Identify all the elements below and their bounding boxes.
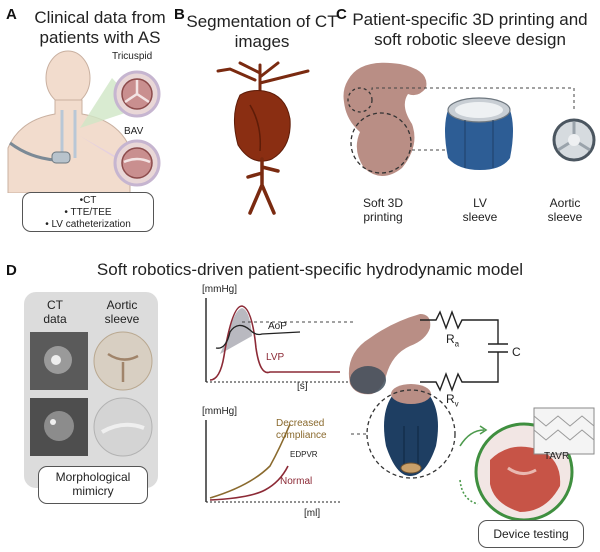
printing-and-sleeves-illustration — [343, 62, 596, 176]
ct-and-sleeve-images — [30, 331, 153, 457]
panel-b-title-line1: Segmentation of CT — [186, 12, 338, 31]
aortic-sleeve-line2: sleeve — [547, 210, 583, 224]
soft-3d-printing-line2: printing — [363, 210, 403, 224]
lv-sleeve-line2: sleeve — [462, 210, 498, 224]
list-item-ct: •CT — [79, 195, 97, 206]
panel-letter-c: C — [336, 6, 347, 23]
pt-ylabel: [mmHg] — [202, 284, 237, 295]
pv-xlabel: [ml] — [304, 508, 321, 519]
device-testing-box: Device testing — [478, 520, 584, 548]
patient-head — [45, 50, 91, 106]
list-item-tte: • TTE/TEE — [64, 207, 112, 218]
lvp-curve — [209, 305, 340, 381]
panel-a-title-line2: patients with AS — [39, 28, 161, 47]
rv-symbol: R — [446, 392, 455, 406]
panel-a-title: Clinical data from patients with AS — [20, 8, 180, 48]
neck-vessels — [60, 110, 77, 158]
cycle-arrow-bottom — [459, 479, 479, 505]
pv-ylabel: [mmHg] — [202, 406, 237, 417]
heart-shape — [234, 90, 291, 162]
edpvr-label: EDPVR — [290, 450, 318, 459]
panel-b-title-line2: images — [234, 32, 290, 51]
panel-b-title: Segmentation of CT images — [182, 12, 342, 52]
capacitor-c — [488, 343, 508, 353]
panel-d-title: Soft robotics-driven patient-specific hy… — [96, 260, 524, 279]
soft-3d-printing-line1: Soft 3D — [362, 196, 404, 210]
morphological-mimicry-box: Morphological mimicry — [38, 466, 148, 504]
lvp-label: LVP — [266, 352, 285, 363]
clinical-data-list: •CT • TTE/TEE • LV catheterization — [22, 192, 154, 232]
decreased-compliance-curve — [209, 423, 291, 499]
model-lv-highlight-circle — [366, 389, 456, 479]
aortic-highlight-circle — [347, 87, 373, 113]
mimicry-line2: mimicry — [72, 484, 114, 498]
panel-letter-a: A — [6, 6, 17, 23]
aortic-sleeve-header: Aortic sleeve — [94, 298, 150, 326]
aortic-sleeve-line1: Aortic — [549, 196, 581, 210]
label-aortic-sleeve: Aortic sleeve — [535, 196, 595, 224]
segmented-heart-image — [216, 61, 310, 215]
rv-subscript: v — [454, 399, 459, 409]
panel-letter-b: B — [174, 6, 185, 23]
ra-subscript: a — [454, 339, 460, 349]
model-lv-sleeve — [384, 396, 438, 476]
tricuspid-beam — [80, 78, 140, 128]
aortic-sleeve-header-line2: sleeve — [104, 312, 140, 326]
hydrodynamic-model-illustration — [348, 314, 456, 479]
pt-xlabel: [s] — [297, 381, 308, 392]
tricuspid-label: Tricuspid — [112, 51, 153, 62]
aop-curve — [215, 324, 301, 349]
decreased-line2: compliance — [276, 430, 327, 441]
ra-label: Ra — [446, 332, 459, 351]
decreased-line1: Decreased — [276, 418, 325, 429]
windkessel-circuit — [420, 310, 508, 392]
cycle-arrow-top — [459, 429, 485, 447]
aortic-sleeve-header-line1: Aortic — [106, 298, 138, 312]
lv-sleeve-line1: LV — [473, 196, 487, 210]
device-testing-illustration — [459, 407, 595, 522]
panel-c-title-line1: Patient-specific 3D printing and — [352, 10, 588, 29]
label-lv-sleeve: LV sleeve — [450, 196, 510, 224]
lv-highlight-circle — [350, 112, 412, 174]
probe-cable — [9, 141, 56, 162]
normal-curve — [209, 465, 289, 501]
panel-c-title-line2: soft robotic sleeve design — [374, 30, 566, 49]
mimicry-line1: Morphological — [55, 470, 131, 484]
ct-data-line2: data — [43, 312, 67, 326]
pt-shaded-area — [220, 308, 252, 354]
device-testing-label: Device testing — [493, 527, 569, 541]
ultrasound-probe-icon — [51, 151, 71, 164]
tavr-label: TAVR — [544, 451, 570, 462]
lv-sleeve-icon — [445, 110, 513, 170]
printed-heart-model — [343, 62, 427, 176]
aop-label: AoP — [268, 321, 287, 332]
rv-label: Rv — [446, 392, 459, 411]
label-soft-3d-printing: Soft 3D printing — [348, 196, 418, 224]
ra-symbol: R — [446, 332, 455, 346]
ct-data-line1: CT — [47, 298, 63, 312]
pressure-time-plot — [205, 298, 356, 383]
normal-label: Normal — [280, 476, 313, 487]
panel-a-title-line1: Clinical data from — [34, 8, 166, 27]
c-label: C — [512, 345, 521, 359]
sleeve-image-1 — [93, 331, 153, 391]
panel-c-title: Patient-specific 3D printing and soft ro… — [340, 10, 600, 50]
tavr-stent-icon — [533, 407, 595, 455]
bav-label: BAV — [124, 126, 144, 137]
model-aortic-sleeve — [350, 366, 386, 394]
panel-letter-d: D — [6, 262, 17, 279]
pressure-volume-plot — [205, 420, 340, 503]
ct-data-header: CT data — [30, 298, 80, 326]
list-item-lv-cath: • LV catheterization — [45, 219, 131, 230]
patient-illustration — [7, 50, 161, 193]
resistor-ra — [420, 310, 499, 344]
decreased-compliance-label: Decreased compliance — [276, 418, 327, 442]
resistor-rv — [420, 352, 499, 392]
